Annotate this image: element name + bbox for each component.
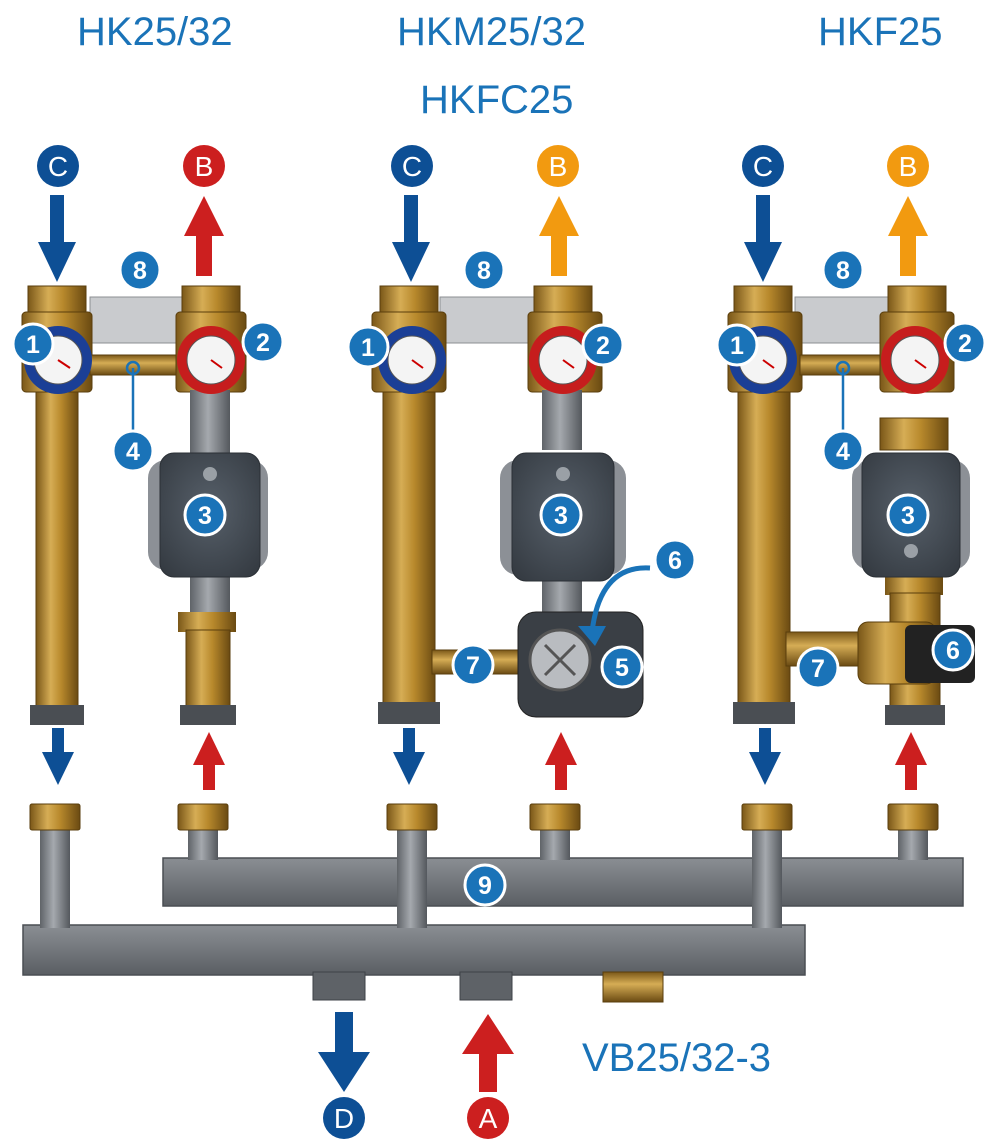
svg-text:1: 1 [730, 332, 744, 360]
callout-1-group2: 1 [346, 325, 390, 369]
arrow-return-in-1 [38, 195, 76, 282]
arrow-return-out-d [318, 1012, 370, 1092]
callout-6-group2: 6 [653, 538, 697, 582]
svg-text:2: 2 [256, 329, 270, 357]
svg-text:2: 2 [596, 332, 610, 360]
svg-text:2: 2 [958, 330, 972, 358]
thermometer-blue-2 [378, 326, 446, 394]
svg-text:C: C [753, 151, 773, 182]
callout-9-manifold: 9 [463, 863, 507, 907]
callout-3-group2: 3 [539, 493, 583, 537]
svg-text:3: 3 [554, 502, 568, 530]
thermometer-red-2 [529, 326, 597, 394]
svg-text:6: 6 [946, 637, 960, 665]
callout-6-group3: 6 [931, 628, 975, 672]
group-title-hkfc25: HKFC25 [420, 78, 574, 122]
port-marker-b-1: B [183, 145, 225, 187]
svg-text:4: 4 [836, 438, 850, 466]
arrow-supply-out-3 [888, 196, 928, 276]
svg-text:B: B [195, 151, 214, 182]
flow-arrows [38, 195, 928, 1092]
arrow-supply-up-2 [545, 732, 577, 790]
svg-text:5: 5 [615, 654, 629, 682]
callout-5-group2: 5 [600, 645, 644, 689]
thermometer-red-1 [177, 326, 245, 394]
thermometer-red-3 [881, 326, 949, 394]
svg-text:7: 7 [466, 652, 480, 680]
callout-2-group2: 2 [581, 323, 625, 367]
port-marker-c-2: C [391, 145, 433, 187]
group-title-hk25-32: HK25/32 [77, 10, 233, 54]
callout-8-group1: 8 [118, 248, 162, 292]
svg-text:9: 9 [478, 872, 492, 900]
port-marker-d: D [323, 1097, 365, 1139]
svg-text:B: B [549, 151, 568, 182]
port-marker-c-3: C [742, 145, 784, 187]
callout-2-group1: 2 [241, 320, 285, 364]
callout-1-group1: 1 [11, 322, 55, 366]
manifold-assembly [22, 803, 964, 1003]
arrow-return-in-3 [744, 195, 782, 282]
port-markers: C B C B C B D [37, 145, 929, 1139]
callout-1-group3: 1 [715, 323, 759, 367]
manifold-title: VB25/32-3 [582, 1036, 772, 1080]
callouts: 8 8 8 1 2 4 3 [11, 248, 985, 907]
callout-3-group3: 3 [886, 493, 930, 537]
callout-4-group1: 4 [111, 429, 155, 473]
svg-text:8: 8 [133, 257, 147, 285]
group-title-hkf25: HKF25 [818, 10, 943, 54]
arrow-return-down-3 [749, 728, 781, 785]
svg-text:B: B [899, 151, 918, 182]
port-marker-c-1: C [37, 145, 79, 187]
callout-8-group2: 8 [462, 248, 506, 292]
callout-7-group3: 7 [796, 646, 840, 690]
svg-text:C: C [402, 151, 422, 182]
svg-text:3: 3 [198, 502, 212, 530]
arrow-return-down-1 [42, 728, 74, 785]
svg-text:8: 8 [836, 257, 850, 285]
callout-7-group2: 7 [451, 643, 495, 687]
arrow-supply-in-a [462, 1014, 514, 1092]
svg-text:8: 8 [477, 257, 491, 285]
arrow-supply-up-1 [193, 732, 225, 790]
mixing-valve-actuator [517, 611, 644, 718]
svg-text:1: 1 [26, 331, 40, 359]
callout-4-group3: 4 [821, 429, 865, 473]
arrow-return-down-2 [393, 728, 425, 785]
arrow-supply-out-2 [539, 196, 579, 276]
port-marker-b-3: B [887, 145, 929, 187]
svg-text:C: C [48, 151, 68, 182]
group-hk25-32 [21, 285, 268, 725]
arrow-supply-up-3 [895, 732, 927, 790]
callout-8-group3: 8 [821, 248, 865, 292]
svg-text:A: A [479, 1103, 498, 1134]
arrow-supply-out-1 [184, 196, 224, 276]
callout-2-group3: 2 [943, 321, 985, 365]
arrow-return-in-2 [392, 195, 430, 282]
svg-text:1: 1 [361, 334, 375, 362]
svg-text:6: 6 [668, 547, 682, 575]
svg-text:D: D [334, 1103, 354, 1134]
port-marker-b-2: B [537, 145, 579, 187]
svg-text:3: 3 [901, 502, 915, 530]
svg-text:7: 7 [811, 655, 825, 683]
port-marker-a: A [467, 1097, 509, 1139]
svg-text:4: 4 [126, 438, 140, 466]
callout-3-group1: 3 [183, 493, 227, 537]
group-title-hkm25-32: HKM25/32 [397, 10, 586, 54]
